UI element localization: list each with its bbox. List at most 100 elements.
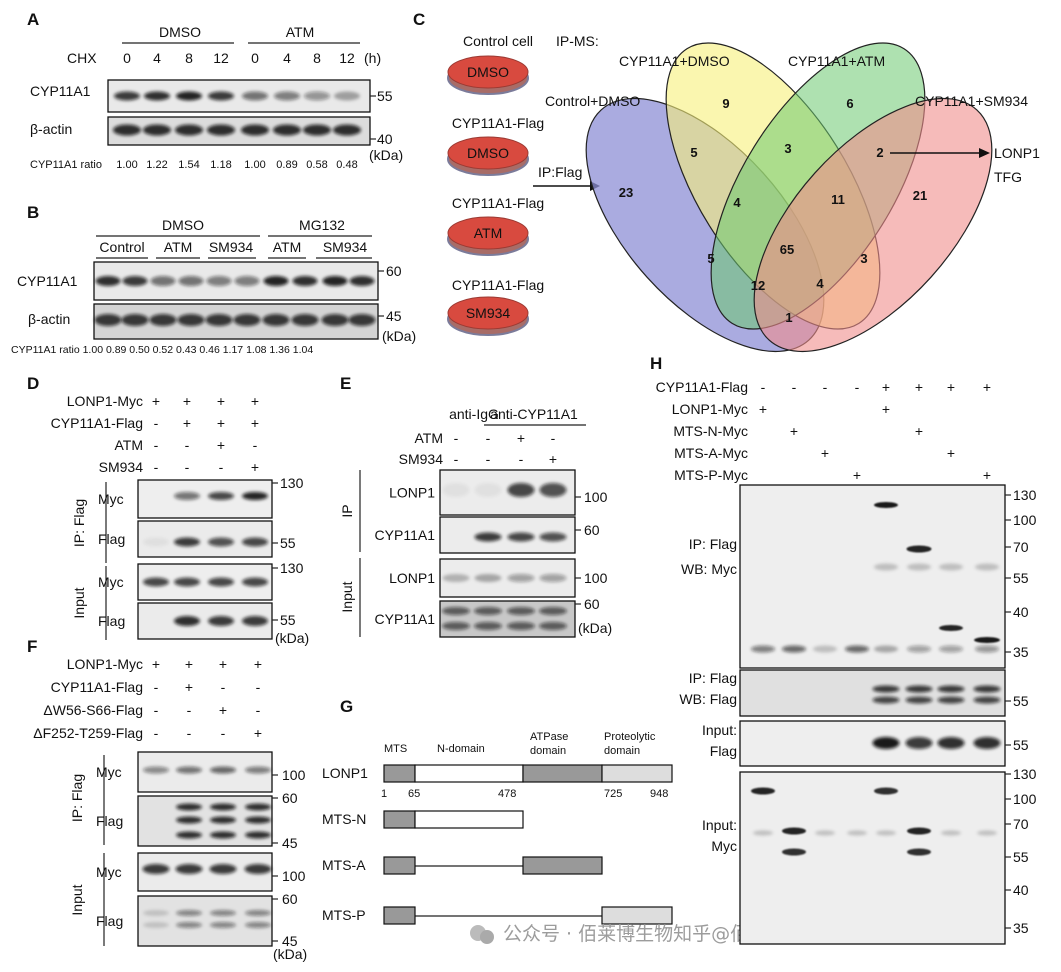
panel-d-band [143, 492, 169, 500]
panel-a-band [175, 124, 203, 136]
panel-h-blot-label: IP: Flag [689, 536, 737, 552]
panel-c-cell-label: CYP11A1-Flag [452, 195, 544, 211]
panel-b-band [206, 276, 232, 286]
panel-e-blot-label: CYP11A1 [375, 527, 436, 543]
panel-h-band [937, 696, 965, 704]
panel-a-ratio: 0.89 [276, 159, 297, 171]
panel-h-condition-value: - [761, 379, 766, 395]
panel-b-band [177, 314, 205, 326]
panel-c-letter: C [413, 10, 425, 29]
panel-h-marker: 100 [1013, 791, 1037, 807]
panel-f-marker: 45 [282, 933, 298, 949]
panel-d-condition-label: LONP1-Myc [67, 393, 143, 409]
venn-count: 12 [751, 278, 765, 293]
venn-count: 23 [619, 185, 633, 200]
panel-f-condition-value: + [219, 656, 227, 672]
wechat-icon [480, 930, 494, 944]
panel-f-condition-value: - [221, 679, 226, 695]
panel-h-condition-value: + [947, 445, 955, 461]
panel-e-blot-label: LONP1 [389, 485, 435, 501]
panel-d-kda: (kDa) [275, 630, 309, 646]
panel-d-section-label: IP: Flag [71, 499, 87, 547]
panel-d-condition-label: ATM [114, 437, 143, 453]
panel-g-position: 948 [650, 788, 668, 800]
panel-e-band [442, 574, 470, 582]
panel-h-condition-value: - [792, 379, 797, 395]
panel-a-time-label: 0 [251, 50, 259, 66]
panel-e-ab-label: anti-CYP11A1 [490, 406, 578, 422]
panel-b-group-label: DMSO [162, 217, 204, 233]
panel-f-band [210, 803, 236, 811]
panel-a-ratio: 1.00 [116, 159, 137, 171]
panel-g-position: 725 [604, 788, 622, 800]
venn-diagram [585, 42, 993, 353]
panel-b-band [322, 276, 348, 286]
panel-e-band [474, 607, 502, 615]
panel-h-band [973, 685, 1001, 693]
panel-c-callout-protein: TFG [994, 169, 1022, 185]
panel-f-condition-value: - [187, 702, 192, 718]
panel-e-condition-value: - [486, 430, 491, 446]
panel-f-band [210, 910, 236, 916]
panel-e-condition-value: - [486, 451, 491, 467]
panel-h-band [753, 830, 773, 836]
panel-f-condition-label: CYP11A1-Flag [51, 679, 143, 695]
panel-e-section-label: IP [339, 504, 355, 517]
panel-a-ratio: 1.18 [210, 159, 231, 171]
panel-a-band [303, 124, 331, 136]
panel-d-marker: 55 [280, 612, 296, 628]
panel-e-section-label: Input [339, 581, 355, 612]
panel-f-section-label: Input [69, 884, 85, 915]
panel-d-section-label: Input [71, 587, 87, 618]
panel-a-letter: A [27, 10, 39, 29]
panel-d-marker: 130 [280, 475, 304, 491]
panel-f-band [210, 831, 236, 839]
panel-d-marker: 55 [280, 535, 296, 551]
panel-h-blot-label: Myc [711, 838, 737, 854]
panel-h-condition-value: + [790, 423, 798, 439]
panel-e-band [474, 483, 502, 497]
panel-f-band [245, 803, 271, 811]
panel-h-condition-label: MTS-N-Myc [673, 423, 748, 439]
panel-f-section-label: IP: Flag [69, 774, 85, 822]
venn-count: 4 [816, 276, 824, 291]
panel-a-ratio-label: CYP11A1 ratio [30, 159, 102, 171]
arrowhead-icon [979, 148, 990, 158]
panel-c-set-label: CYP11A1+SM934 [915, 93, 1028, 109]
panel-d-band [174, 537, 200, 547]
panel-b-marker: 60 [386, 263, 402, 279]
panel-e-marker: 100 [584, 570, 608, 586]
panel-h-condition-value: - [823, 379, 828, 395]
venn-count: 21 [913, 188, 927, 203]
panel-b-band [349, 276, 375, 286]
panel-f-condition-value: + [254, 725, 262, 741]
panel-h-band [974, 637, 1000, 643]
panel-b-ratio-text: CYP11A1 ratio 1.00 0.89 0.50 0.52 0.43 0… [11, 344, 313, 356]
panel-g-protein-label: MTS-A [322, 857, 366, 873]
panel-f-condition-value: - [256, 702, 261, 718]
panel-e-band [474, 532, 502, 542]
panel-h-band [905, 737, 933, 749]
panel-g-domain-box [601, 906, 673, 925]
panel-h-blot-label: IP: Flag [689, 670, 737, 686]
panel-d-band [208, 537, 234, 547]
panel-a-row-label: β-actin [30, 121, 72, 137]
panel-g-domain-label: Proteolytic [604, 731, 656, 743]
panel-g-domain-box [522, 764, 603, 783]
panel-b-row-label: CYP11A1 [17, 273, 78, 289]
panel-f-band [209, 864, 237, 874]
panel-a-time-unit: (h) [364, 50, 381, 66]
panel-a-band [333, 124, 361, 136]
panel-b-band [321, 314, 349, 326]
panel-h-marker: 35 [1013, 920, 1029, 936]
panel-h-band [874, 645, 898, 653]
panel-a-time-label: 8 [313, 50, 321, 66]
panel-e-band [442, 622, 470, 630]
panel-e-band [539, 483, 567, 497]
panel-e-condition-value: - [551, 430, 556, 446]
panel-g-domain-box [383, 906, 416, 925]
panel-f-band [176, 803, 202, 811]
panel-b-band [348, 314, 376, 326]
panel-c-set-label: Control+DMSO [545, 93, 640, 109]
panel-d-condition-value: + [217, 393, 225, 409]
